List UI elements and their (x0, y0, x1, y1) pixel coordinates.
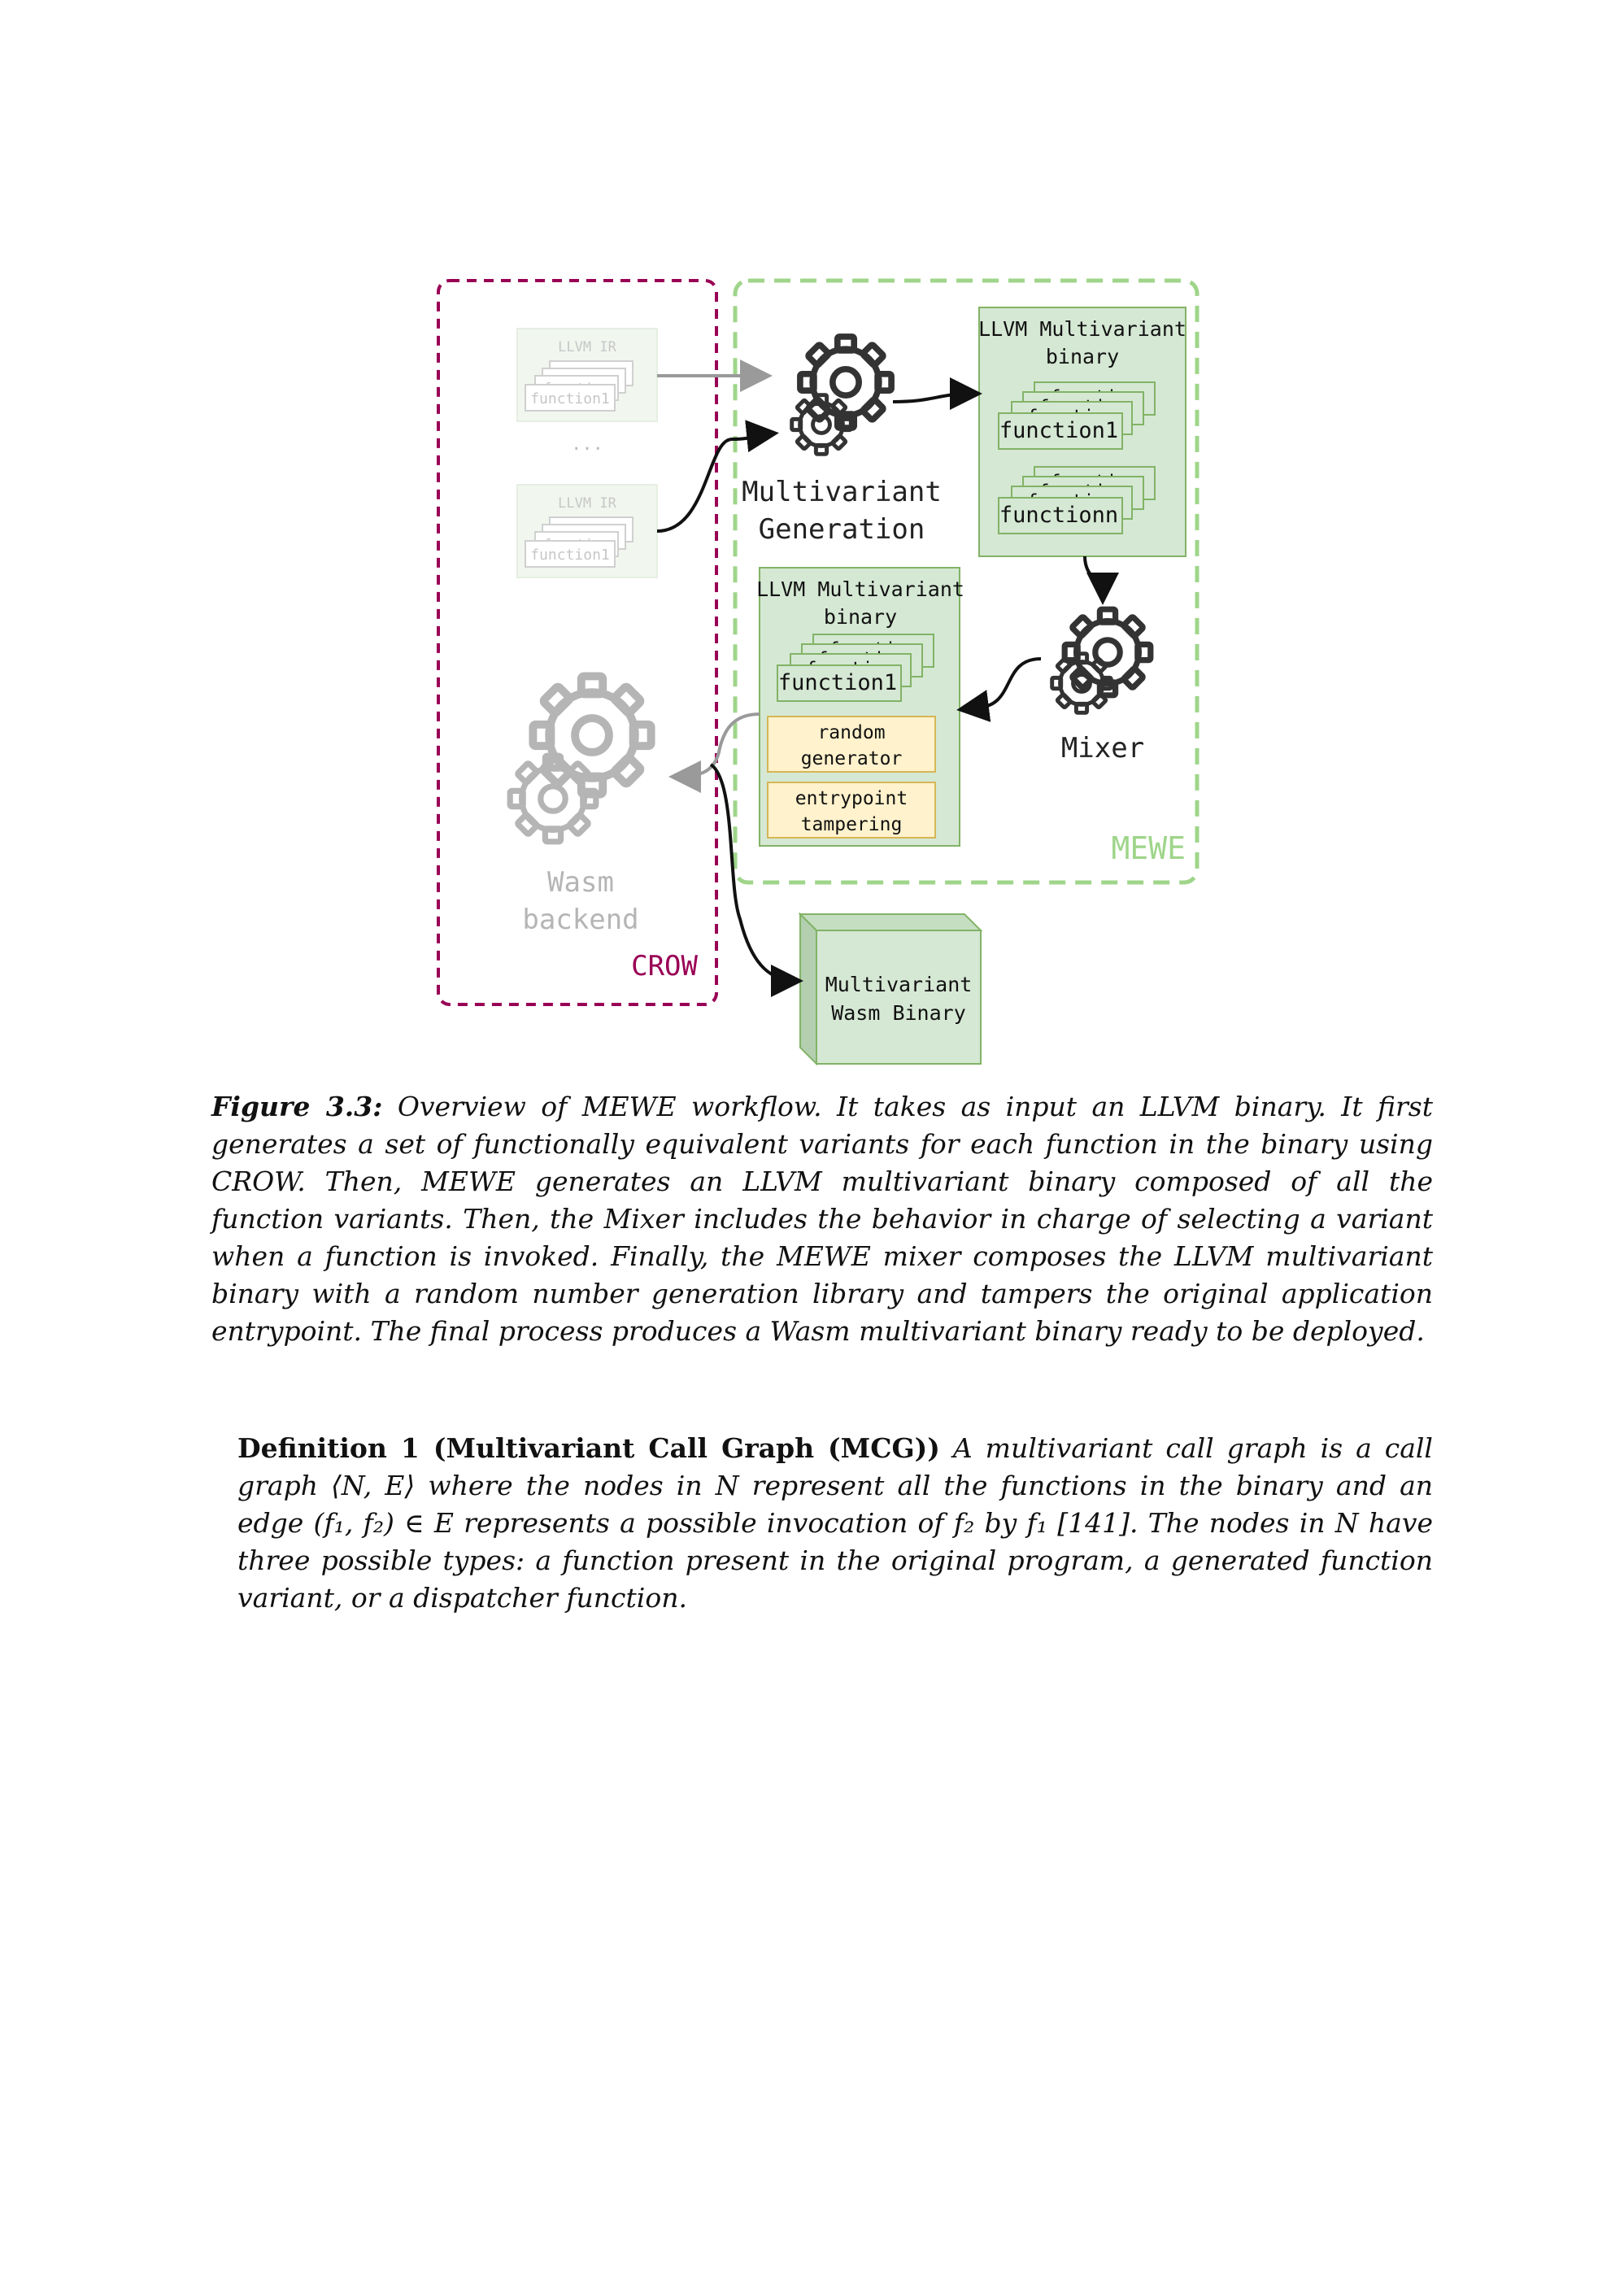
svg-text:function1: function1 (530, 547, 610, 564)
figure-caption: Figure 3.3: Overview of MEWE workflow. I… (211, 1088, 1433, 1350)
svg-text:tampering: tampering (801, 814, 903, 835)
svg-text:generator: generator (801, 748, 903, 769)
llvm-ir-box-1: LLVM IR function function function funct… (516, 328, 658, 422)
random-generator-box (767, 716, 936, 773)
svg-text:function1: function1 (999, 418, 1118, 443)
wasm-backend-gear-icon (510, 676, 651, 841)
svg-text:random: random (817, 722, 885, 743)
definition-block: Definition 1 (Multivariant Call Graph (M… (237, 1430, 1433, 1617)
svg-text:functionn: functionn (999, 503, 1118, 528)
entrypoint-tampering-box (767, 782, 936, 839)
multivariant-binary-mid: LLVM Multivariant binary function functi… (756, 567, 964, 847)
generation-gear-icon (792, 337, 891, 454)
wasm-backend-label-line1: Wasm (547, 866, 614, 899)
svg-text:LLVM IR: LLVM IR (558, 339, 616, 355)
mixer-label: Mixer (1061, 732, 1144, 765)
arrow-ir2-to-generation (656, 420, 779, 533)
caption-text: Overview of MEWE workflow. It takes as i… (211, 1091, 1434, 1347)
definition-text: A multivariant call graph is a call grap… (237, 1432, 1433, 1614)
svg-text:LLVM Multivariant: LLVM Multivariant (756, 577, 964, 601)
ellipsis: ... (571, 434, 603, 455)
arrow-to-wasm-binary (709, 763, 803, 997)
mewe-workflow-figure: CROW MEWE LLVM IR function function func… (437, 278, 1199, 1066)
mewe-label: MEWE (1111, 830, 1186, 866)
svg-text:Multivariant: Multivariant (825, 973, 973, 996)
crow-region (437, 279, 718, 1006)
svg-text:entrypoint: entrypoint (795, 788, 908, 809)
llvm-ir-box-2: LLVM IR function function function funct… (516, 484, 658, 578)
mixer-gear-icon (1052, 609, 1151, 712)
generation-label-line2: Generation (759, 513, 925, 546)
svg-text:LLVM Multivariant: LLVM Multivariant (978, 317, 1186, 341)
svg-text:function1: function1 (778, 670, 897, 695)
wasm-backend-label-line2: backend (522, 904, 638, 936)
svg-text:Wasm Binary: Wasm Binary (831, 1001, 966, 1025)
multivariant-binary-top: LLVM Multivariant binary function functi… (978, 307, 1186, 557)
svg-text:binary: binary (1046, 345, 1119, 368)
crow-label: CROW (631, 950, 698, 982)
definition-heading: Definition 1 (Multivariant Call Graph (M… (237, 1432, 940, 1464)
arrow-generation-to-binary (892, 377, 982, 411)
svg-text:LLVM IR: LLVM IR (558, 495, 616, 512)
arrow-binary-to-wasm-backend (668, 712, 760, 793)
arrow-binary-to-mixer (1083, 555, 1119, 605)
mewe-region (733, 278, 1199, 885)
wasm-binary-box: Multivariant Wasm Binary (798, 912, 983, 1066)
arrow-mixer-to-binary (956, 657, 1042, 722)
svg-text:binary: binary (824, 605, 897, 629)
generation-label-line1: Multivariant (742, 476, 942, 508)
caption-lead: Figure 3.3: (211, 1091, 383, 1122)
svg-text:function1: function1 (530, 390, 610, 407)
